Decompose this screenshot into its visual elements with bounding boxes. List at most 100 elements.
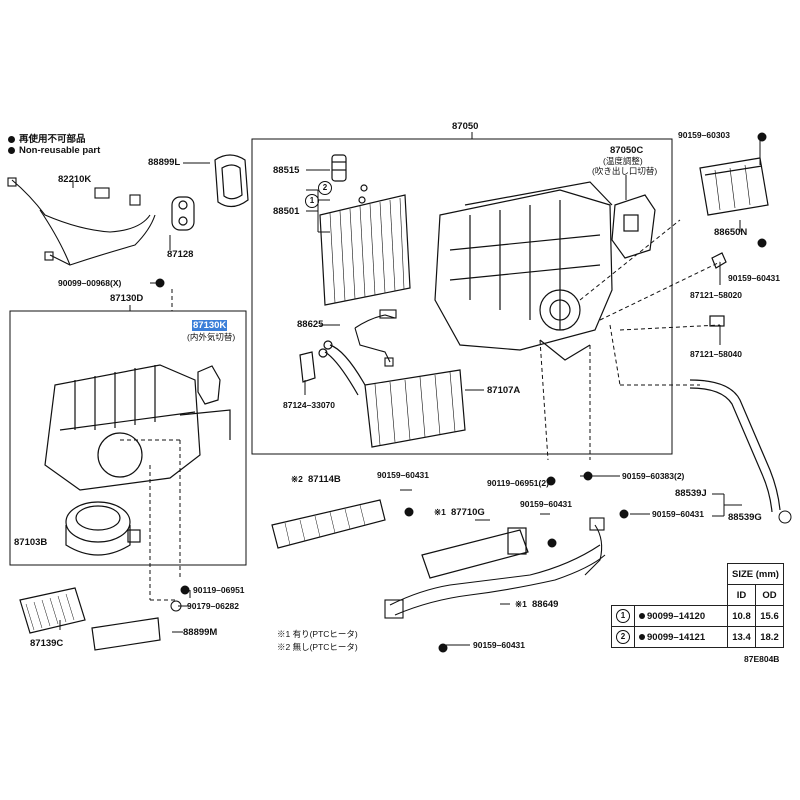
part-label-88625[interactable]: 88625 (297, 319, 324, 330)
part-label-87050[interactable]: 87050 (452, 121, 479, 132)
wire-88625 (354, 309, 397, 367)
grommet-87128 (171, 196, 195, 231)
part-label-90099-00968[interactable]: 90099–00968(X) (58, 278, 122, 288)
part-label-88650N[interactable]: 88650N (714, 227, 748, 238)
size-row-id: 10.8 (727, 605, 756, 627)
mark-star-87710G: ※1 (434, 507, 446, 517)
part-label-87050C[interactable]: 87050C (610, 145, 644, 156)
size-table-row: 1 90099–14120 10.8 15.6 (611, 605, 784, 627)
part-label-88899M[interactable]: 88899M (183, 627, 218, 638)
actuator-87050C (611, 194, 656, 259)
part-label-87128[interactable]: 87128 (167, 249, 194, 260)
part-label-87130K[interactable]: 87130K (192, 320, 228, 331)
part-label-90159-60383[interactable]: 90159–60383(2) (622, 471, 685, 481)
part-label-87121-58040[interactable]: 87121–58040 (690, 349, 743, 359)
part-label-82210K[interactable]: 82210K (58, 174, 92, 185)
clip-87124-33070 (299, 351, 316, 383)
part-label-90119-06951-2[interactable]: 90119–06951(2) (487, 478, 549, 488)
grommet-88899L (214, 154, 249, 208)
part-label-87103B[interactable]: 87103B (14, 537, 48, 548)
note-ptc-without: ※2 無し(PTCヒータ) (277, 642, 358, 652)
size-row-mark: 1 (616, 609, 630, 623)
bullet-icon (8, 135, 15, 143)
legend-jp-text: 再使用不可部品 (19, 134, 86, 145)
unit-87050-frame (251, 138, 673, 455)
panel-87114B (271, 499, 386, 549)
part-note-87050C-temp: (温度調整) (603, 156, 643, 166)
part-label-87107A[interactable]: 87107A (487, 385, 521, 396)
part-note-87130K: (内外気切替) (187, 332, 236, 342)
cover-88899M (91, 617, 161, 651)
size-table-header-row: ID OD (612, 584, 784, 606)
part-label-88899L[interactable]: 88899L (148, 157, 181, 168)
size-row-mark: 2 (616, 630, 630, 644)
size-table-row: 2 90099–14121 13.4 18.2 (611, 626, 784, 648)
note-ptc-with: ※1 有り(PTCヒータ) (277, 629, 358, 639)
part-label-87710G[interactable]: 87710G (451, 507, 485, 518)
part-label-90159-60431-c[interactable]: 90159–60431 (520, 499, 573, 509)
legend-nonreusable-jp: 再使用不可部品 (8, 131, 86, 145)
size-row-part[interactable]: 90099–14121 (634, 626, 728, 648)
part-label-87121-58020[interactable]: 87121–58020 (690, 290, 743, 300)
size-row-od: 18.2 (754, 626, 784, 648)
circle-1-label: 1 (305, 194, 319, 208)
part-label-88649[interactable]: 88649 (532, 599, 559, 610)
hvac-case-87050 (434, 181, 613, 361)
part-label-90159-60431-d[interactable]: 90159–60431 (652, 509, 705, 519)
part-label-90159-60431-a[interactable]: 90159–60431 (728, 273, 781, 283)
filter-87139C (19, 587, 86, 634)
expansion-valve-88515 (331, 154, 368, 204)
bullet-icon (8, 146, 15, 154)
size-table-title: SIZE (mm) (727, 563, 784, 585)
mark-star-88649: ※1 (515, 599, 527, 609)
part-label-87114B[interactable]: 87114B (308, 474, 341, 485)
part-label-88539J[interactable]: 88539J (675, 488, 707, 499)
size-table: SIZE (mm) ID OD 1 90099–14120 10.8 15.6 … (611, 563, 784, 648)
size-row-od: 15.6 (754, 605, 784, 627)
sensor-87121-58040 (709, 315, 725, 327)
hose-88539J (689, 379, 781, 513)
part-note-87050C-vent: (吹き出し口切替) (592, 166, 658, 176)
evaporator-88501 (319, 194, 411, 306)
part-label-87124-33070[interactable]: 87124–33070 (283, 400, 336, 410)
wire-harness-82210K (7, 177, 156, 266)
part-label-87130D[interactable]: 87130D (110, 293, 144, 304)
unit-87130D-frame (9, 310, 247, 566)
size-row-part[interactable]: 90099–14120 (634, 605, 728, 627)
nonreusable-dot-icon (639, 612, 645, 619)
part-label-88539G[interactable]: 88539G (728, 512, 762, 523)
part-label-88501[interactable]: 88501 (273, 206, 300, 217)
harness-88649 (384, 517, 606, 619)
size-table-title-row: SIZE (mm) (612, 563, 784, 585)
circle-marker-2: 2 (318, 181, 332, 195)
part-label-87139C[interactable]: 87139C (30, 638, 64, 649)
blower-motor-87103B (65, 501, 141, 556)
size-row-part-number: 90099–14121 (647, 631, 706, 643)
size-row-part-number: 90099–14120 (647, 610, 706, 622)
part-label-90159-60303[interactable]: 90159–60303 (678, 130, 731, 140)
size-col-id: ID (727, 584, 756, 606)
ptc-heater-87710G (421, 527, 529, 579)
part-label-90159-60431-b[interactable]: 90159–60431 (377, 470, 430, 480)
part-label-88515[interactable]: 88515 (273, 165, 300, 176)
part-label-90119-06951[interactable]: 90119–06951 (193, 585, 245, 595)
size-row-id: 13.4 (727, 626, 756, 648)
ac-amplifier-88650N (699, 157, 769, 216)
blower-case-87130D (44, 364, 231, 491)
nonreusable-dot-icon (639, 633, 645, 640)
legend-en-text: Non-reusable part (19, 145, 101, 156)
diagram-code: 87E804B (744, 654, 780, 664)
heater-core-87107A (318, 340, 466, 448)
actuator-87130K (197, 365, 221, 405)
part-label-90159-60431-e[interactable]: 90159–60431 (473, 640, 526, 650)
sensor-87121-58020 (711, 252, 727, 269)
screw-symbols (155, 132, 792, 653)
size-col-od: OD (754, 584, 784, 606)
legend-nonreusable-en: Non-reusable part (8, 145, 100, 156)
circle-2-label: 2 (318, 181, 332, 195)
mark-star-87114B: ※2 (291, 474, 303, 484)
part-label-90179-06282[interactable]: 90179–06282 (187, 601, 240, 611)
circle-marker-1: 1 (305, 194, 319, 208)
